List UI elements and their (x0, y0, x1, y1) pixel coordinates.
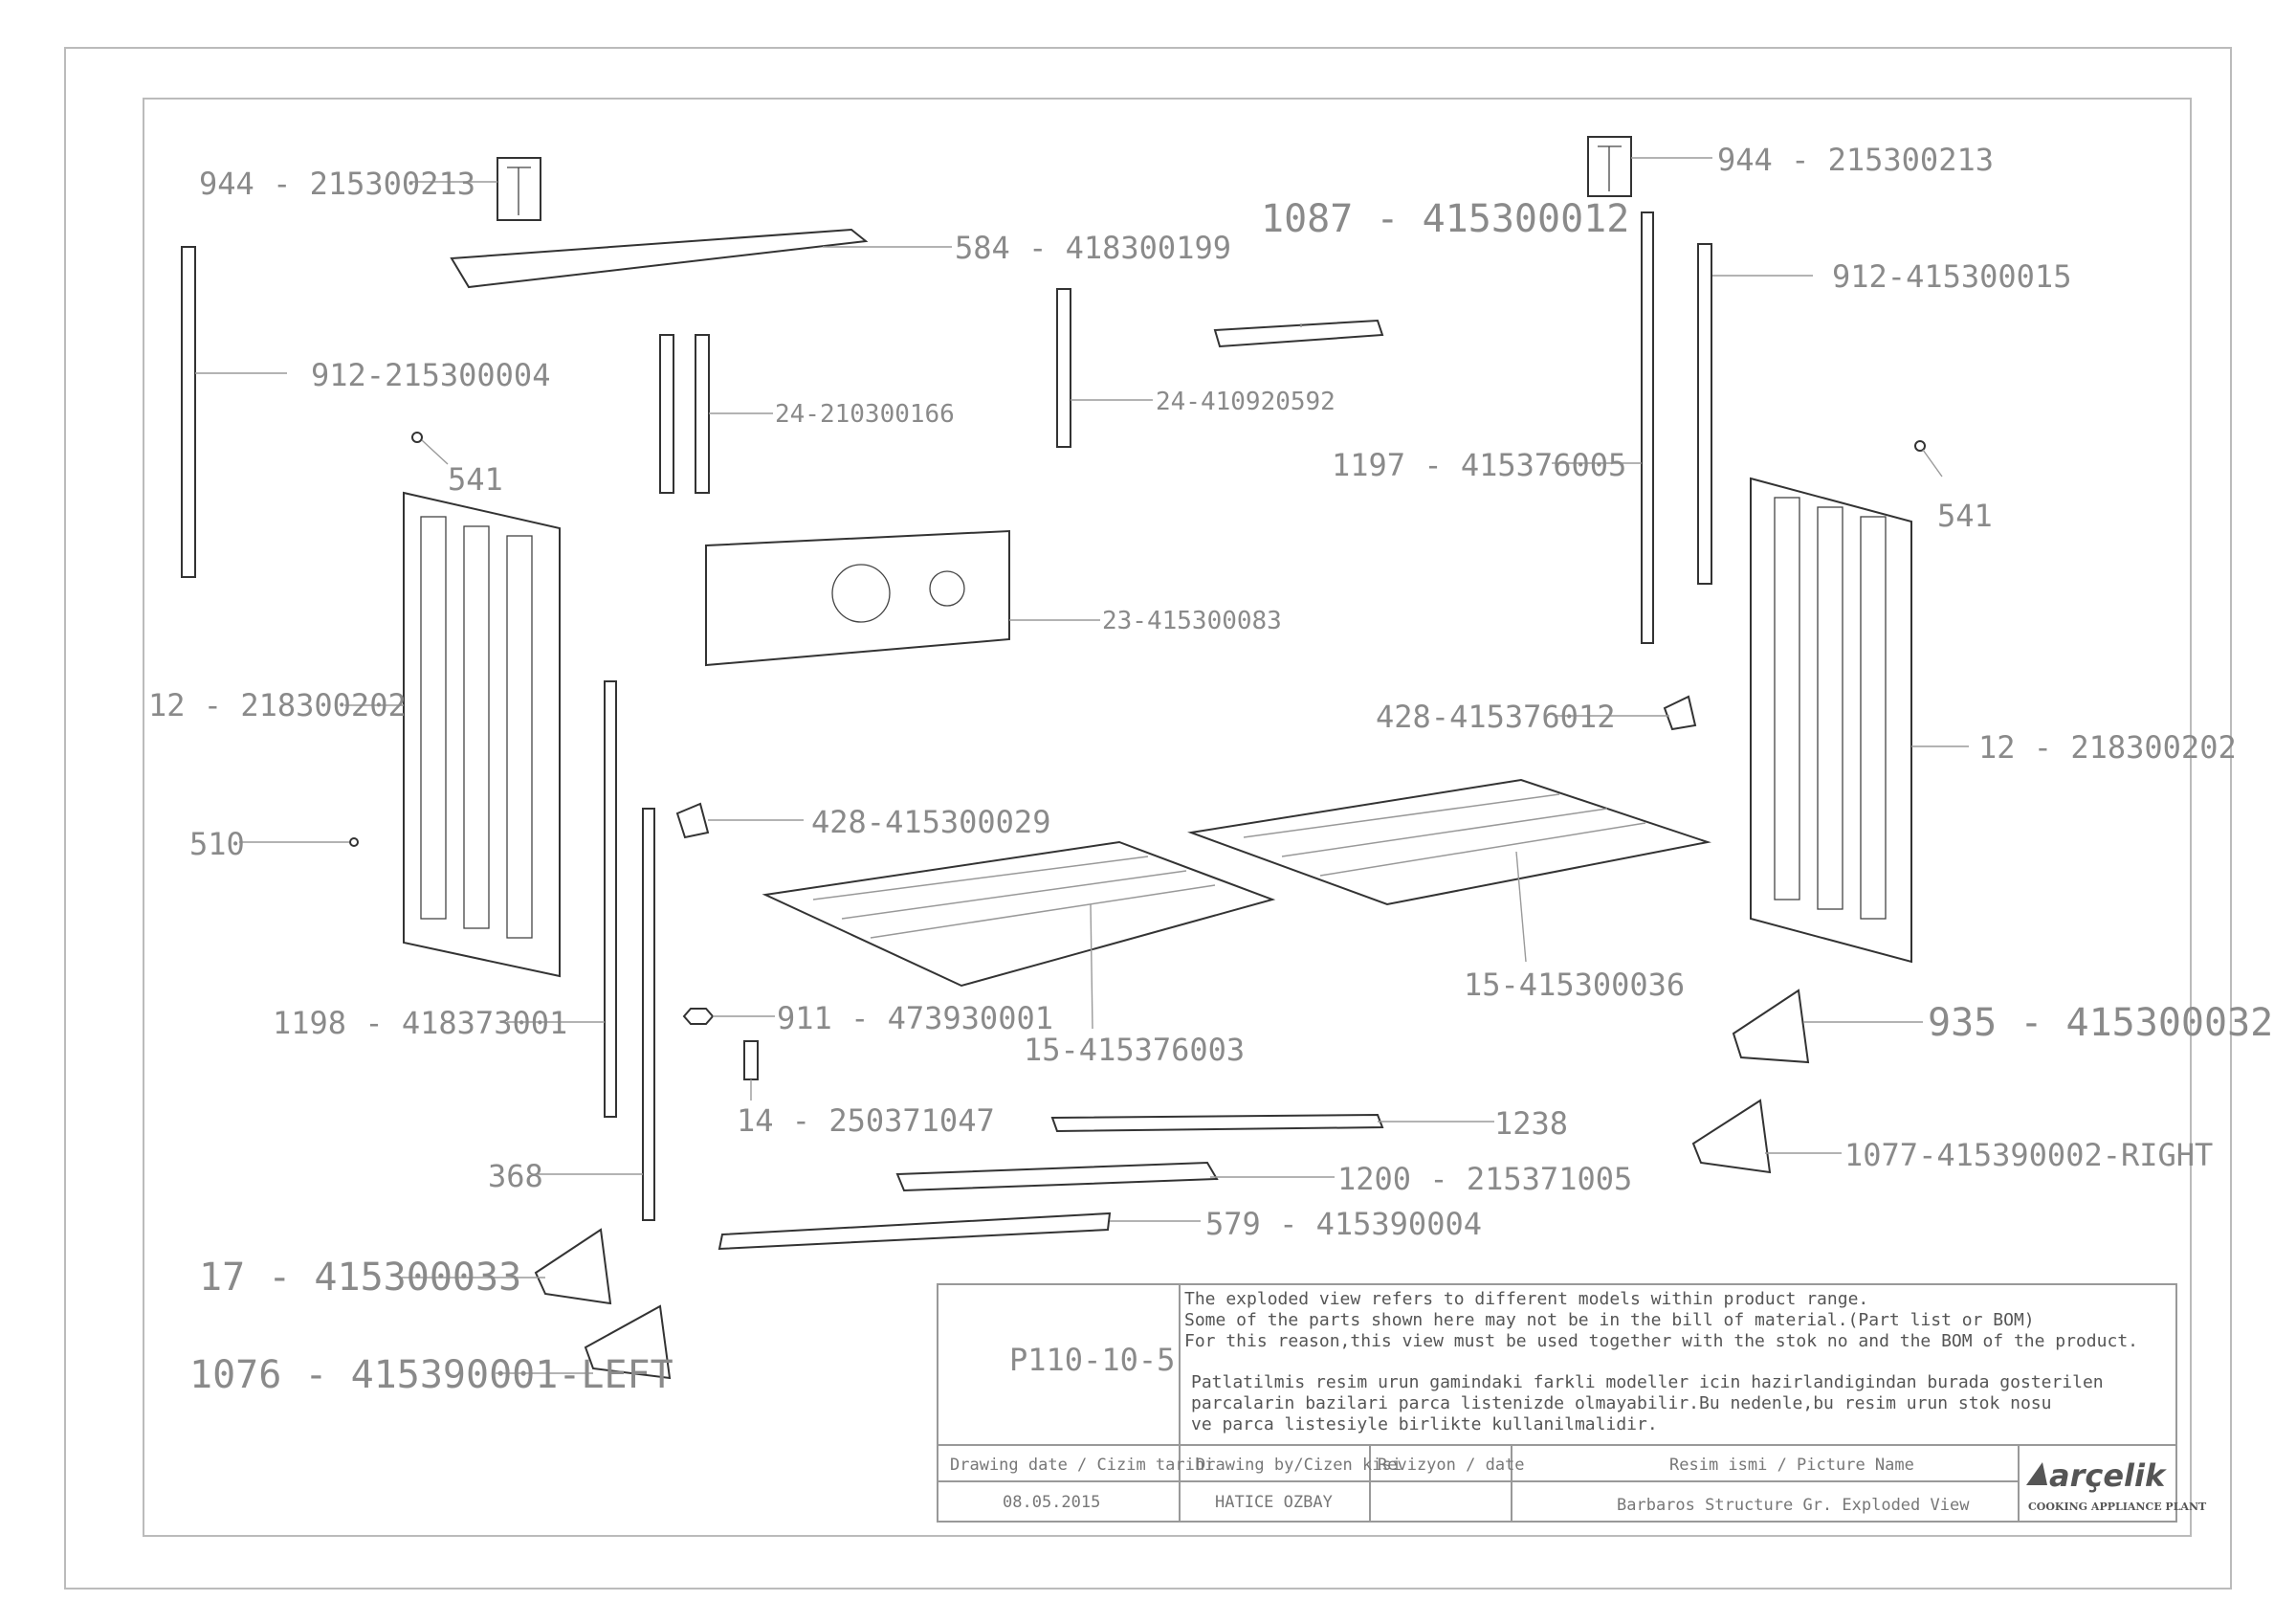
label-510: 510 (189, 826, 245, 862)
label-12-right: 12 - 218300202 (1978, 729, 2237, 766)
part-15-left (762, 840, 1276, 988)
part-368 (642, 808, 655, 1221)
part-24-left (659, 334, 710, 494)
part-12-left (403, 491, 561, 978)
label-428-left: 428-415300029 (811, 804, 1050, 840)
label-1198: 1198 - 418373001 (273, 1005, 567, 1041)
label-912-right: 912-415300015 (1832, 258, 2071, 295)
part-428-right (1663, 695, 1697, 731)
label-428-right: 428-415376012 (1376, 699, 1615, 735)
note-en-1: The exploded view refers to different mo… (1184, 1289, 1868, 1309)
outer-frame (64, 47, 2232, 1590)
label-584: 584 - 418300199 (955, 230, 1231, 266)
part-541-left (411, 432, 423, 443)
part-428-left (675, 802, 710, 839)
label-944-right: 944 - 215300213 (1717, 142, 1994, 178)
part-1076 (584, 1304, 672, 1380)
note-en-3: For this reason,this view must be used t… (1184, 1331, 2138, 1351)
arcelik-logo: arçelik COOKING APPLIANCE PLANT (2026, 1457, 2207, 1513)
part-912-right (1697, 243, 1712, 585)
part-labels: 944 - 215300213 584 - 418300199 912-2153… (148, 142, 2273, 1397)
part-911 (682, 1008, 715, 1025)
logo-text: arçelik (2049, 1457, 2167, 1494)
header-picture-name: Resim ismi / Picture Name (1669, 1456, 1914, 1475)
label-1077: 1077-415390002-RIGHT (1844, 1137, 2213, 1173)
label-15-right: 15-415300036 (1464, 967, 1685, 1003)
logo-subtitle: COOKING APPLIANCE PLANT (2028, 1501, 2207, 1513)
part-510 (349, 837, 359, 847)
header-drawing-date: Drawing date / Cizim tarihi (950, 1456, 1214, 1475)
value-drawing-by: HATICE OZBAY (1215, 1493, 1333, 1512)
part-944-left (497, 157, 541, 221)
label-14: 14 - 250371047 (737, 1102, 995, 1139)
label-23: 23-415300083 (1102, 607, 1282, 635)
inner-frame (143, 98, 2192, 1537)
label-541-left: 541 (448, 461, 503, 498)
label-1197: 1197 - 415376005 (1332, 447, 1626, 483)
label-944-left: 944 - 215300213 (199, 166, 475, 202)
label-24-right: 24-410920592 (1156, 388, 1336, 416)
value-drawing-date: 08.05.2015 (1003, 1493, 1100, 1512)
note-tr-1: Patlatilmis resim urun gamindaki farkli … (1191, 1372, 2104, 1392)
part-1238 (1050, 1113, 1384, 1133)
note-en-2: Some of the parts shown here may not be … (1184, 1310, 2035, 1330)
label-1238: 1238 (1494, 1105, 1568, 1142)
label-1087: 1087 - 415300012 (1261, 197, 1629, 241)
part-1200 (895, 1161, 1219, 1192)
label-17: 17 - 415300033 (199, 1256, 521, 1300)
part-1077 (1691, 1099, 1772, 1174)
part-1087 (1213, 319, 1384, 348)
label-1076: 1076 - 415390001-LEFT (189, 1353, 673, 1397)
part-541-right (1914, 440, 1926, 452)
header-revision: Revizyon / date (1378, 1456, 1525, 1475)
title-block: P110-10-5 The exploded view refers to di… (937, 1283, 2207, 1523)
label-912-left: 912-215300004 (311, 357, 550, 393)
label-911: 911 - 473930001 (777, 1000, 1053, 1036)
note-tr-2: parcalarin bazilari parca listenizde olm… (1191, 1393, 2051, 1413)
part-23 (705, 529, 1010, 667)
label-579: 579 - 415390004 (1205, 1206, 1482, 1242)
parts-art (181, 136, 1926, 1380)
part-12-right (1750, 477, 1912, 964)
drawing-number: P110-10-5 (1009, 1342, 1175, 1378)
leader-lines (195, 157, 1969, 1374)
value-picture-name: Barbaros Structure Gr. Exploded View (1617, 1496, 1970, 1515)
note-tr-3: ve parca listesiyle birlikte kullanilmal… (1191, 1414, 1658, 1434)
part-17 (534, 1228, 612, 1305)
part-912-left (181, 246, 196, 578)
part-944-right (1587, 136, 1632, 197)
header-drawing-by: Drawing by/Cizen kisi (1196, 1456, 1402, 1475)
part-24-right (1056, 288, 1071, 448)
label-1200: 1200 - 215371005 (1337, 1161, 1632, 1197)
label-24-left: 24-210300166 (775, 400, 955, 429)
part-935 (1732, 989, 1810, 1064)
part-1197 (1641, 211, 1654, 644)
part-14 (743, 1040, 759, 1080)
label-15-left: 15-415376003 (1024, 1032, 1245, 1068)
part-1198 (604, 680, 617, 1118)
label-541-right: 541 (1937, 498, 1993, 534)
label-12-left: 12 - 218300202 (148, 687, 407, 723)
label-368: 368 (488, 1158, 543, 1194)
label-935: 935 - 415300032 (1928, 1001, 2273, 1045)
part-15-right (1187, 778, 1711, 906)
part-579 (718, 1212, 1112, 1251)
part-584 (450, 228, 869, 289)
